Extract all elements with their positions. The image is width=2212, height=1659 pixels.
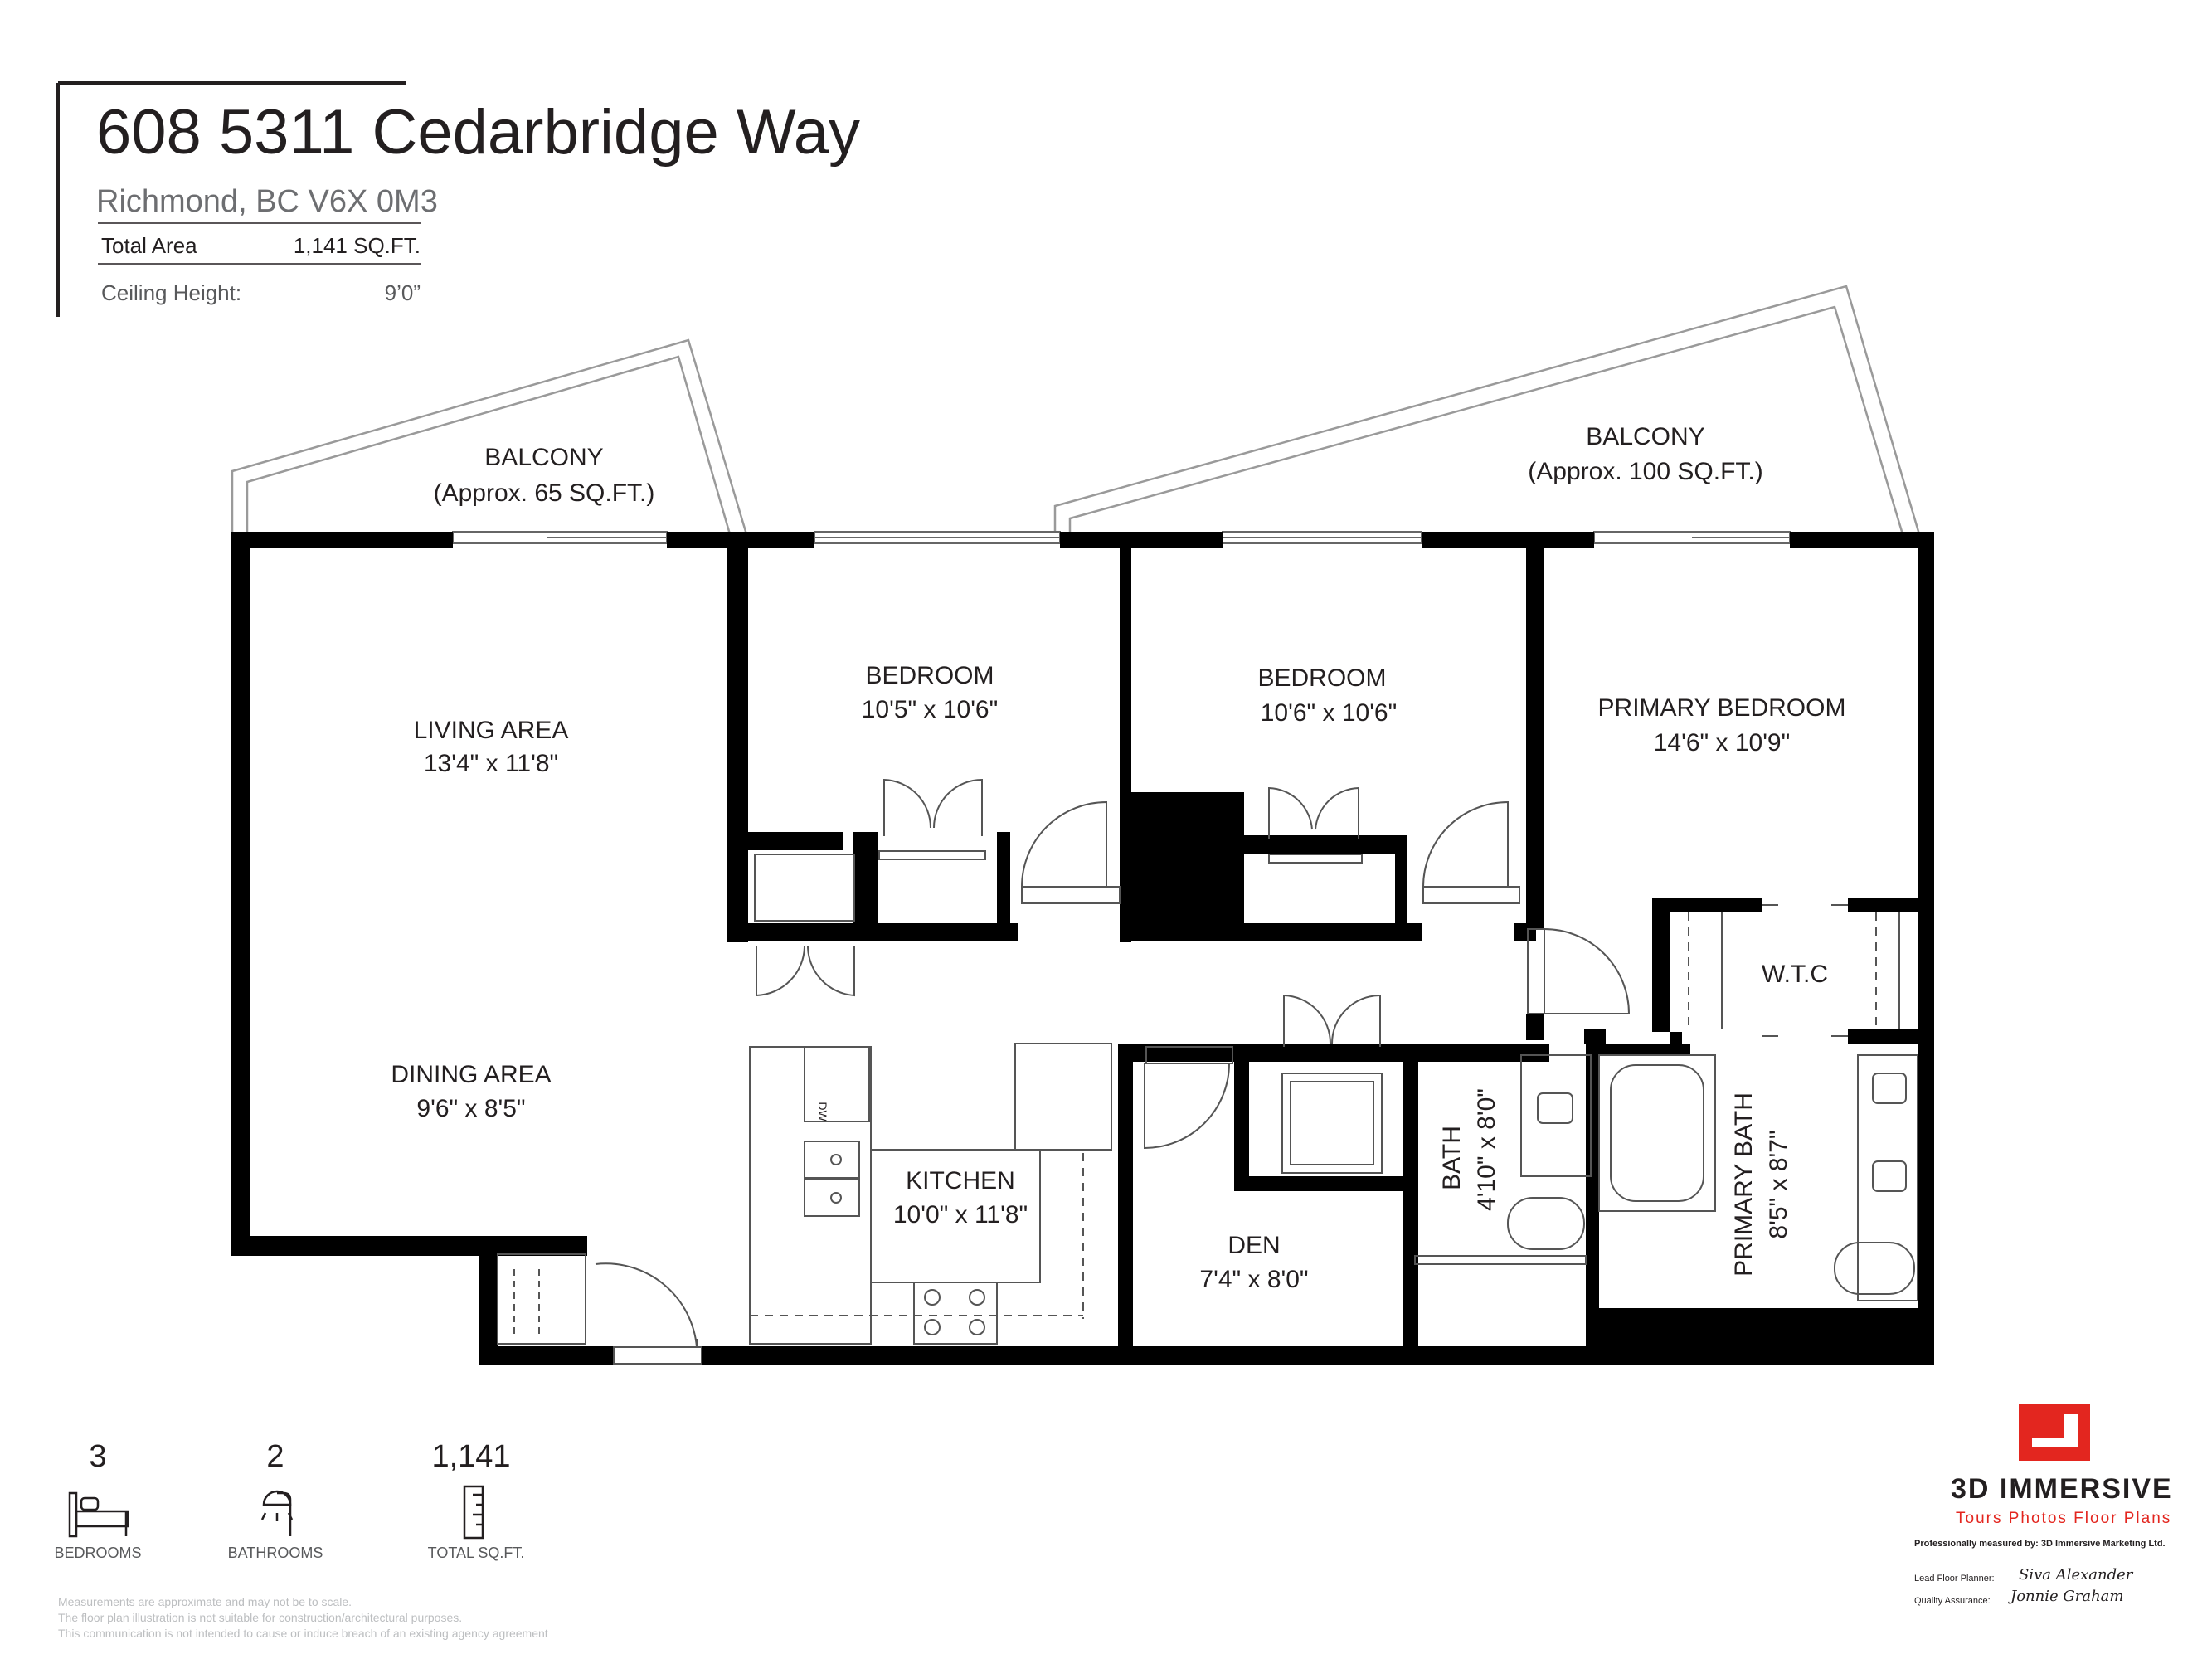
brand-tagline: Tours Photos Floor Plans [1956, 1510, 2172, 1527]
sqft-count: 1,141 [431, 1439, 511, 1474]
property-address-title: 608 5311 Cedarbridge Way [96, 97, 861, 168]
sqft-label: TOTAL SQ.FT. [427, 1545, 525, 1561]
lead-planner-label: Lead Floor Planner: [1914, 1574, 1995, 1584]
bath-fixtures [1414, 1054, 1918, 1301]
bedrooms-label: BEDROOMS [54, 1545, 142, 1561]
header-frame [56, 81, 421, 317]
ceiling-height-label: Ceiling Height: [101, 280, 242, 305]
bedrooms-count: 3 [89, 1439, 107, 1474]
balcony-outline-right [1053, 285, 1921, 535]
lead-planner-signature: Siva Alexander [2019, 1566, 2133, 1584]
property-city-subtitle: Richmond, BC V6X 0M3 [96, 184, 438, 219]
total-area-label: Total Area [101, 233, 197, 258]
kitchen-fixtures [749, 1043, 1112, 1345]
brand-name: 3D IMMERSIVE [1951, 1473, 2173, 1505]
disclaimer-line-3: This communication is not intended to ca… [58, 1627, 548, 1640]
ruler-icon [463, 1485, 484, 1540]
total-area-value: 1,141 SQ.FT. [293, 233, 421, 258]
ceiling-height-value: 9’0” [384, 280, 421, 305]
disclaimer-line-2: The floor plan illustration is not suita… [58, 1611, 463, 1624]
doors[interactable] [497, 778, 1900, 1365]
quality-assurance-label: Quality Assurance: [1914, 1596, 1991, 1606]
balcony-outline-left [231, 338, 748, 535]
bathrooms-count: 2 [266, 1439, 284, 1474]
interior-walls[interactable] [727, 532, 1918, 1365]
disclaimer-line-1: Measurements are approximate and may not… [58, 1595, 352, 1608]
measured-by-credit: Professionally measured by: 3D Immersive… [1914, 1539, 2166, 1549]
shower-icon [260, 1490, 294, 1536]
ceiling-height-row: Ceiling Height: 9’0” [101, 280, 421, 306]
bathrooms-label: BATHROOMS [227, 1545, 323, 1561]
disclaimer: Measurements are approximate and may not… [58, 1594, 548, 1642]
bed-icon [68, 1491, 129, 1538]
quality-assurance-signature: Jonnie Graham [2010, 1588, 2124, 1605]
total-area-row: Total Area 1,141 SQ.FT. [101, 233, 421, 259]
brand-logo-icon [2019, 1404, 2090, 1461]
exterior-walls[interactable] [231, 532, 1934, 1365]
